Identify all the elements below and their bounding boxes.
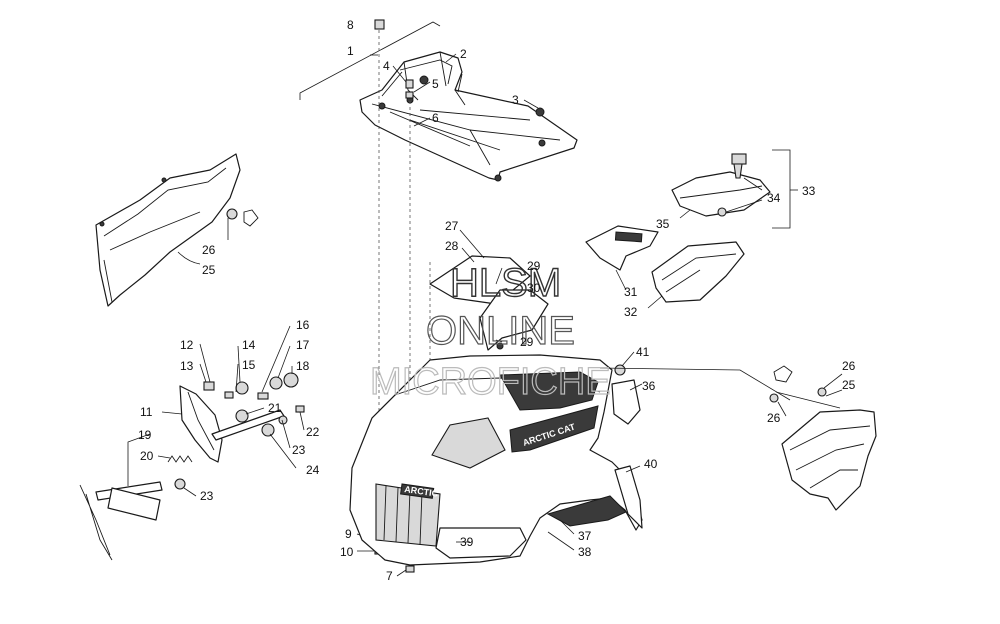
callout-40: 40 (644, 457, 658, 471)
callout-26-left: 26 (202, 243, 216, 257)
callout-18: 18 (296, 359, 310, 373)
callout-26-right: 26 (767, 411, 781, 425)
watermark-line-1: HLSM (450, 261, 561, 305)
callout-2: 2 (460, 47, 467, 61)
callout-21: 21 (268, 401, 282, 415)
callout-23-left: 23 (200, 489, 214, 503)
callout-25-left: 25 (202, 263, 216, 277)
callout-39: 39 (460, 535, 474, 549)
callout-29-top: 29 (527, 259, 541, 273)
callout-15: 15 (242, 358, 256, 372)
callout-4: 4 (383, 59, 390, 73)
callout-31: 31 (624, 285, 638, 299)
callout-3: 3 (512, 93, 519, 107)
right-side-panel (769, 365, 877, 511)
callout-22: 22 (306, 425, 320, 439)
left-side-panel (95, 153, 259, 307)
callout-33: 33 (802, 184, 816, 198)
callout-41: 41 (636, 345, 650, 359)
watermark: HLSM ONLINE MICROFICHE (369, 260, 611, 403)
callout-37: 37 (578, 529, 592, 543)
callout-8: 8 (347, 18, 354, 32)
callout-26-right-top: 26 (842, 359, 856, 373)
callout-29-bottom: 29 (520, 335, 534, 349)
front-rack (299, 19, 578, 577)
callout-25-right: 25 (842, 378, 856, 392)
callout-7: 7 (386, 569, 393, 583)
callout-9: 9 (345, 527, 352, 541)
callout-16: 16 (296, 318, 310, 332)
callout-32: 32 (624, 305, 638, 319)
storage-box-assembly (585, 149, 798, 309)
callout-34: 34 (767, 191, 781, 205)
callout-19: 19 (138, 428, 152, 442)
callout-28: 28 (445, 239, 459, 253)
callout-30: 30 (527, 281, 541, 295)
callout-11: 11 (140, 405, 153, 419)
callout-36: 36 (642, 379, 656, 393)
callout-24: 24 (306, 463, 320, 477)
headlight-assembly (79, 325, 305, 561)
watermark-line-2: ONLINE (426, 309, 575, 353)
callout-6: 6 (432, 111, 439, 125)
center-panel (429, 229, 549, 351)
front-fender: ARCTIC CAT ARCTIC CAT (349, 351, 791, 566)
callout-13: 13 (180, 359, 194, 373)
callout-1: 1 (347, 44, 354, 58)
callout-10: 10 (340, 545, 354, 559)
callout-23-right: 23 (292, 443, 306, 457)
callout-labels: 8 1 2 4 5 3 6 26 25 12 13 14 15 16 17 18… (138, 18, 856, 583)
watermark-line-3: MICROFICHE (370, 361, 611, 403)
callout-20: 20 (140, 449, 154, 463)
callout-27: 27 (445, 219, 459, 233)
callout-35: 35 (656, 217, 670, 231)
callout-5: 5 (432, 77, 439, 91)
callout-12: 12 (180, 338, 194, 352)
callout-38: 38 (578, 545, 592, 559)
callout-14: 14 (242, 338, 256, 352)
callout-17: 17 (296, 338, 310, 352)
